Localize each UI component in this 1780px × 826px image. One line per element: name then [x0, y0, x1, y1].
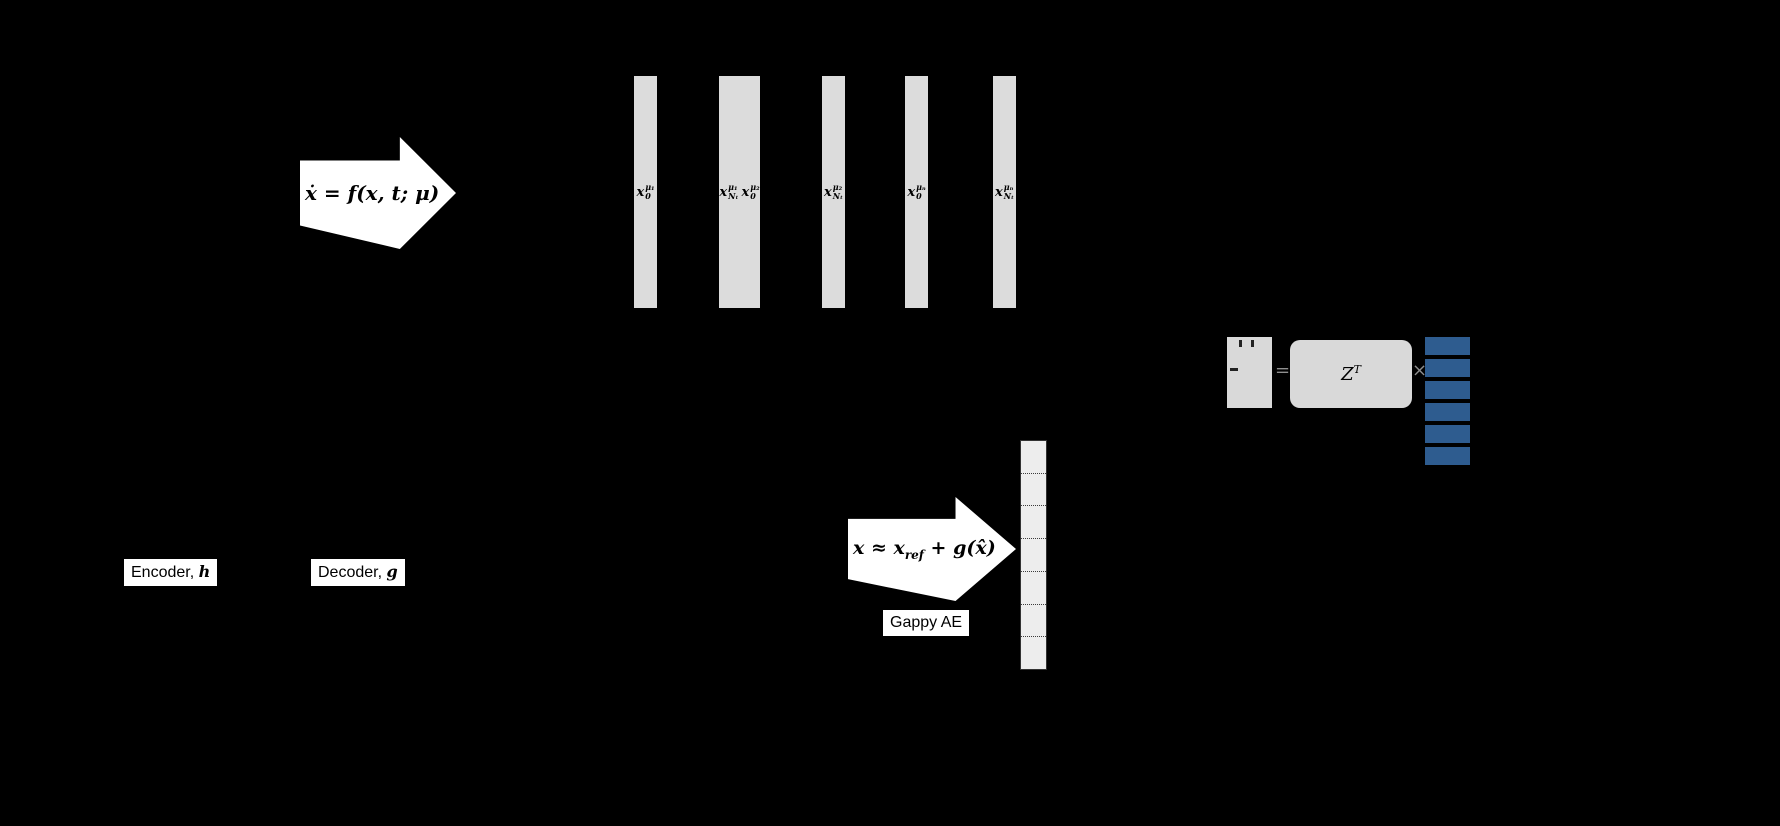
sample-mark — [1251, 340, 1254, 347]
equals-sign: = — [1275, 360, 1291, 381]
vector-segment — [1021, 441, 1046, 474]
gappy-reconstruction-arrow: x ≈ xref + g(x̂) — [848, 497, 1016, 601]
measurement-segment — [1425, 425, 1470, 443]
snapshot-column-5: x μₙ Nₜ — [993, 76, 1016, 308]
gappy-ae-label: Gappy AE — [883, 610, 970, 636]
vector-segment — [1021, 539, 1046, 572]
snapshot-label: x μₙ Nₜ — [994, 181, 1015, 201]
gappy-equation: x ≈ xref + g(x̂) — [853, 536, 996, 562]
measurement-segment — [1425, 337, 1470, 355]
times-sign: × — [1412, 360, 1428, 381]
zt-matrix-label: ZT — [1341, 363, 1361, 385]
vector-segment — [1021, 637, 1046, 669]
sampled-vector-box — [1227, 337, 1272, 408]
snapshot-column-4: x μₙ 0 — [905, 76, 928, 308]
decoder-label: Decoder, g — [311, 559, 405, 586]
ode-equation: ẋ = f(x, t; μ) — [305, 181, 440, 205]
snapshot-column-2: x μ₁ Nₜ x μ₂ 0 — [719, 76, 760, 308]
vector-segment — [1021, 474, 1046, 507]
vector-segment — [1021, 572, 1046, 605]
snapshot-column-3: x μ₂ Nₜ — [822, 76, 845, 308]
snapshot-label: x μ₂ Nₜ — [823, 181, 844, 201]
vector-segment — [1021, 605, 1046, 638]
reconstructed-state-vector — [1020, 440, 1047, 670]
snapshot-label: x μ₂ 0 — [741, 181, 760, 201]
measurement-segment — [1425, 447, 1470, 465]
snapshot-label: x μₙ 0 — [907, 181, 926, 201]
vector-segment — [1021, 506, 1046, 540]
measurement-segment — [1425, 381, 1470, 399]
zt-matrix-box: ZT — [1290, 340, 1412, 408]
sample-mark — [1230, 368, 1238, 371]
snapshot-label: x μ₁ 0 — [636, 181, 655, 201]
ode-flow-arrow: ẋ = f(x, t; μ) — [300, 137, 456, 249]
sparse-measurement-vector — [1425, 337, 1470, 465]
snapshot-label: x μ₁ Nₜ — [719, 181, 739, 201]
sample-mark — [1239, 340, 1242, 347]
encoder-label: Encoder, h — [124, 559, 218, 586]
measurement-segment — [1425, 403, 1470, 421]
measurement-segment — [1425, 359, 1470, 377]
snapshot-column-1: x μ₁ 0 — [634, 76, 657, 308]
